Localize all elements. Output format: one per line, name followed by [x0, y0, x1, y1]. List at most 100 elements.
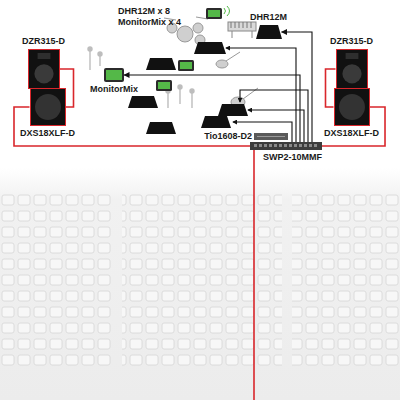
- speaker-cabinet: [28, 50, 59, 89]
- device-label: DZR315-D: [330, 36, 373, 47]
- subwoofer-cabinet: [334, 89, 369, 126]
- switch-port: [279, 144, 282, 147]
- device-label: DXS18XLF-D: [324, 128, 379, 139]
- monitormix-tablets: [180, 62, 192, 69]
- device-outline: [28, 49, 60, 89]
- monitormix-tablets: [224, 6, 230, 16]
- speaker-cone: [34, 64, 53, 83]
- monitor-wedges: [194, 42, 226, 54]
- device-node: DZR315-D: [22, 36, 65, 89]
- monitor-cable: [124, 75, 300, 142]
- device-shape: [250, 142, 322, 150]
- device-outline: [254, 133, 288, 140]
- device-outline: [334, 88, 370, 126]
- monitormix-tablets: [156, 80, 172, 91]
- guitars: [226, 52, 240, 61]
- audience-seats: [50, 340, 350, 400]
- device-node: Tio1608-D2: [204, 131, 288, 142]
- switch-unit: [250, 142, 322, 150]
- device-label: DZR315-D: [22, 36, 65, 47]
- device-shape: [254, 133, 288, 140]
- tablet-body: [104, 68, 124, 82]
- device-shape: [336, 49, 368, 89]
- switch-port: [289, 144, 292, 147]
- monitormix-tablets: [208, 10, 220, 17]
- device-node: DHR12M: [250, 12, 287, 39]
- switch-port: [259, 144, 262, 147]
- keyboard: [252, 31, 253, 38]
- monitor-wedges: [146, 58, 176, 70]
- switch-port: [269, 144, 272, 147]
- device-label: DXS18XLF-D: [20, 128, 75, 139]
- device-shape: [256, 25, 282, 39]
- device-label: SWP2-10MMF: [263, 152, 322, 163]
- device-outline: [30, 88, 66, 126]
- count-label: DHR12M x 8: [118, 6, 170, 17]
- mic-stands: [88, 47, 92, 51]
- speaker-cabinet: [336, 50, 367, 89]
- monitor-cable: [282, 32, 313, 142]
- audience-seats: [122, 190, 282, 366]
- mic-stands: [190, 89, 194, 93]
- keyboard: [231, 22, 251, 28]
- device-outline: [336, 49, 368, 89]
- device-node: DZR315-D: [330, 36, 373, 89]
- monitor-cables: [226, 48, 296, 142]
- subwoofer-cone: [339, 94, 365, 120]
- mic-stands: [178, 85, 182, 89]
- device-shape: [28, 49, 60, 89]
- monitor-cables: [248, 110, 304, 142]
- monitormix-tablets: [158, 82, 170, 89]
- subwoofer-cabinet: [30, 89, 65, 126]
- speaker-horn: [37, 53, 50, 59]
- mic-stands: [88, 47, 194, 108]
- mic-stands: [89, 50, 90, 70]
- drum-kit: [177, 26, 193, 42]
- mic-stands: [179, 88, 180, 104]
- speaker-horn: [345, 53, 358, 59]
- rack-panel: [257, 136, 285, 137]
- switch-port: [284, 144, 287, 147]
- device-label: DHR12M: [250, 12, 287, 23]
- switch-port: [309, 144, 312, 147]
- tablet-screen: [106, 70, 122, 80]
- device-outline: [250, 142, 322, 150]
- monitor-wedges: [218, 104, 248, 116]
- monitor-wedge: [256, 25, 282, 39]
- switch-port: [294, 144, 297, 147]
- count-label: MonitorMix x 4: [118, 17, 181, 28]
- monitor-wedges: [128, 42, 248, 134]
- device-node: DXS18XLF-D: [324, 88, 379, 139]
- audience-seats: [292, 190, 400, 366]
- mic-stands: [98, 52, 102, 56]
- keyboard: [232, 31, 233, 38]
- device-outline: [104, 68, 124, 82]
- monitormix-tablets: [206, 8, 222, 19]
- device-label: MonitorMix: [90, 84, 138, 95]
- switch-port: [314, 144, 317, 147]
- mic-stands: [191, 92, 192, 108]
- monitor-wedges: [146, 122, 176, 134]
- device-node: SWP2-10MMF: [250, 142, 322, 163]
- keyboard: [228, 22, 256, 38]
- drum-kit: [193, 23, 203, 33]
- device-label: Tio1608-D2: [204, 131, 252, 142]
- keyboard: [228, 22, 256, 31]
- device-shape: [104, 68, 124, 82]
- switch-port: [254, 144, 257, 147]
- foh-snake: [253, 150, 255, 400]
- audience-seats: [0, 190, 400, 400]
- stage-floor: [60, 0, 340, 168]
- monitor-wedges: [201, 116, 231, 128]
- mic-stands: [167, 92, 168, 108]
- switch-port: [274, 144, 277, 147]
- device-node: MonitorMix: [90, 68, 138, 95]
- monitor-wedges: [128, 96, 158, 108]
- subwoofer-cone: [35, 94, 61, 120]
- rack-unit: [254, 133, 288, 140]
- switch-port: [264, 144, 267, 147]
- monitor-cables: [226, 48, 308, 142]
- monitormix-tablets: [178, 60, 194, 71]
- device-shape: [334, 88, 370, 126]
